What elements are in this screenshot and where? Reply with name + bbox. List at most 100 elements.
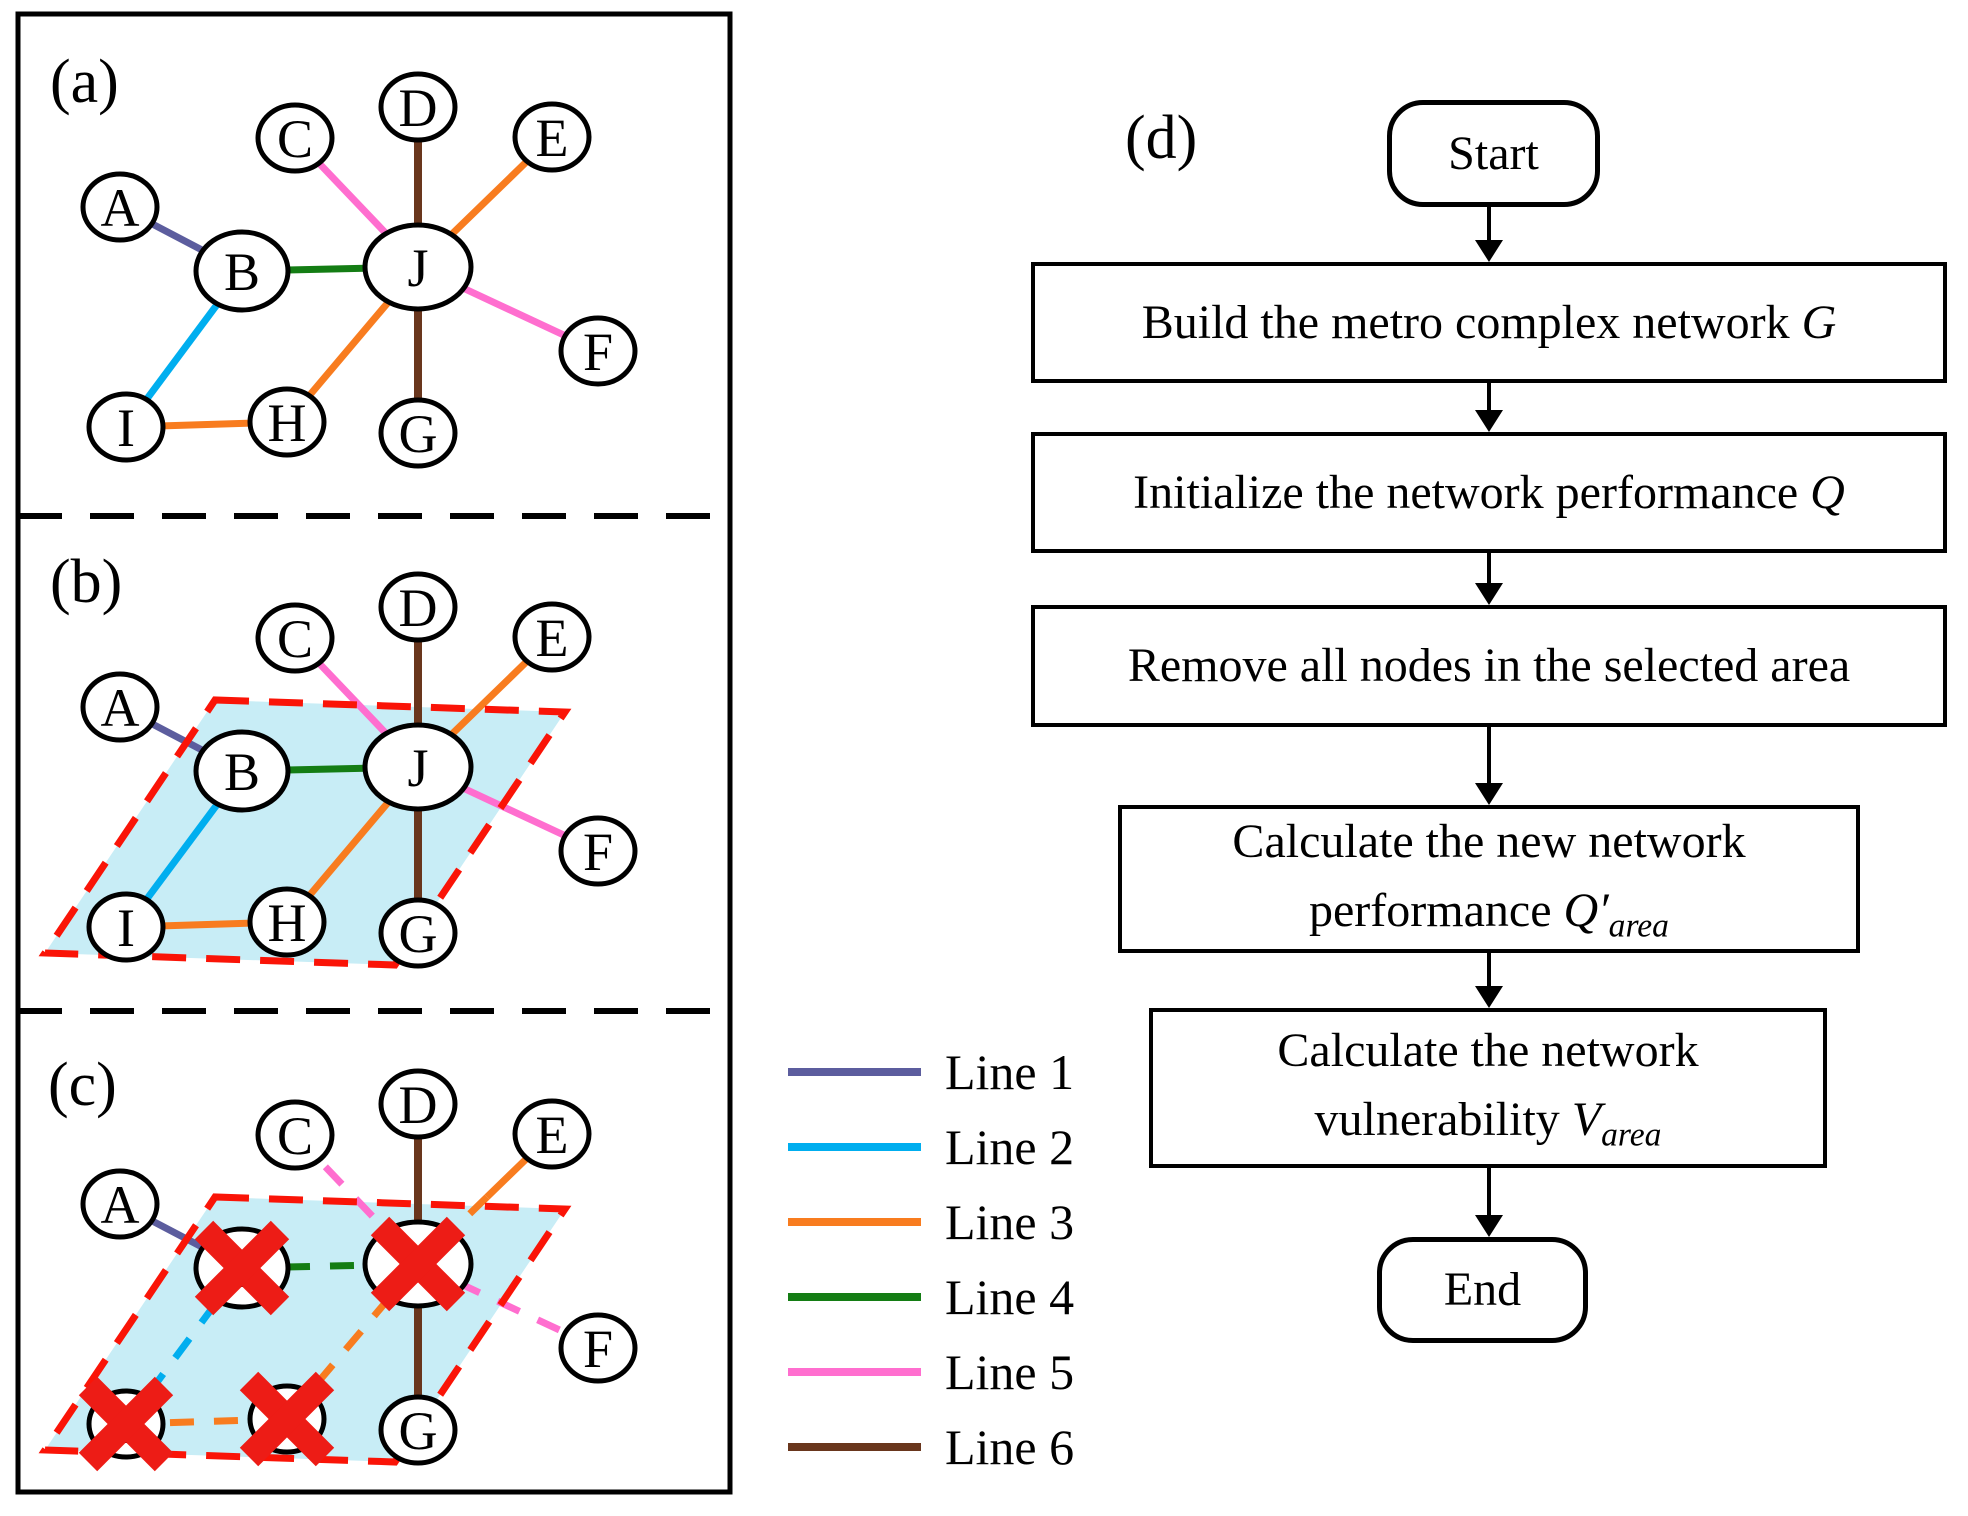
node-J-label: J bbox=[407, 738, 428, 798]
flowchart-step-initialize-performance: Initialize the network performance Q bbox=[1031, 432, 1947, 553]
legend-label-line-4: Line 4 bbox=[945, 1269, 1074, 1325]
x-mark-I bbox=[78, 1376, 174, 1472]
node-H bbox=[247, 386, 327, 458]
node-E bbox=[512, 1098, 592, 1170]
panel-b-nodes bbox=[80, 571, 638, 969]
node-H-label: H bbox=[268, 893, 307, 953]
panel-border bbox=[15, 11, 733, 1495]
node-E-label: E bbox=[536, 608, 569, 668]
node-G bbox=[378, 897, 458, 969]
arrow-step4-to-step5 bbox=[1475, 953, 1503, 1008]
node-B-label: B bbox=[224, 242, 260, 302]
node-E bbox=[512, 601, 592, 673]
node-I-label: I bbox=[117, 898, 135, 958]
node-A-label: A bbox=[101, 678, 140, 738]
flowchart-end-terminator: End bbox=[1377, 1237, 1588, 1343]
arrow-step3-to-step4 bbox=[1475, 727, 1503, 805]
node-I bbox=[86, 391, 166, 463]
edge-J-H bbox=[284, 1261, 421, 1422]
legend-label-line-5: Line 5 bbox=[945, 1344, 1074, 1400]
edge-J-F bbox=[416, 1260, 600, 1352]
math-symbol: Q bbox=[1563, 884, 1599, 938]
step-text: Initialize the network performance Q bbox=[1133, 465, 1845, 519]
x-mark-J bbox=[370, 1216, 466, 1312]
arrow-shaft bbox=[1487, 553, 1491, 587]
math-subscript: area bbox=[1608, 907, 1669, 945]
node-D-label: D bbox=[399, 1075, 438, 1135]
arrow-shaft bbox=[1487, 383, 1491, 414]
panel-c: (c) bbox=[38, 1051, 638, 1472]
math-symbol: V bbox=[1571, 1093, 1602, 1147]
arrow-shaft bbox=[1487, 207, 1491, 244]
node-G bbox=[378, 1394, 458, 1466]
flowchart-start-terminator: Start bbox=[1387, 100, 1600, 207]
node-C bbox=[255, 1099, 335, 1171]
flowchart-step-calc-vulnerability: Calculate the network vulnerability Vare… bbox=[1149, 1008, 1827, 1168]
selected-area-border bbox=[38, 1193, 572, 1466]
start-label: Start bbox=[1448, 126, 1539, 180]
arrow-head-icon bbox=[1475, 583, 1503, 605]
panel-a-nodes bbox=[80, 71, 638, 469]
node-C bbox=[255, 102, 335, 174]
arrow-head-icon bbox=[1475, 410, 1503, 432]
node-A bbox=[80, 171, 160, 243]
arrow-head-icon bbox=[1475, 1215, 1503, 1237]
node-B bbox=[193, 729, 291, 813]
node-D bbox=[378, 571, 458, 643]
legend-label-line-1: Line 1 bbox=[945, 1044, 1074, 1100]
flowchart-step-build-network: Build the metro complex network G bbox=[1031, 262, 1947, 383]
node-I-label: I bbox=[117, 398, 135, 458]
node-A bbox=[80, 671, 160, 743]
node-E-label: E bbox=[536, 108, 569, 168]
node-J-label: J bbox=[407, 238, 428, 298]
arrow-head-icon bbox=[1475, 240, 1503, 262]
x-mark-B bbox=[194, 1220, 290, 1316]
arrow-head-icon bbox=[1475, 986, 1503, 1008]
arrow-shaft bbox=[1487, 1168, 1491, 1219]
node-A-label: A bbox=[101, 178, 140, 238]
node-C-label: C bbox=[277, 109, 313, 169]
math-subscript: area bbox=[1601, 1116, 1662, 1154]
panel-a: (a) A B C bbox=[50, 48, 638, 469]
math-symbol: G bbox=[1801, 295, 1837, 349]
node-J bbox=[362, 222, 474, 312]
node-C-label: C bbox=[277, 609, 313, 669]
arrow-shaft bbox=[1487, 727, 1491, 787]
node-J bbox=[362, 722, 474, 812]
removed-node-x-marks bbox=[78, 1216, 466, 1472]
legend-label-line-6: Line 6 bbox=[945, 1419, 1074, 1475]
node-C bbox=[255, 602, 335, 674]
prime-mark: ′ bbox=[1598, 884, 1609, 938]
node-A bbox=[80, 1168, 160, 1240]
panel-b-label: (b) bbox=[50, 548, 122, 616]
node-B bbox=[193, 229, 291, 313]
node-D-label: D bbox=[399, 78, 438, 138]
node-F bbox=[558, 815, 638, 887]
node-C-label: C bbox=[277, 1106, 313, 1166]
node-A-label: A bbox=[101, 1175, 140, 1235]
arrow-start-to-step1 bbox=[1475, 207, 1503, 262]
edge-B-I bbox=[123, 1265, 245, 1427]
node-F-label: F bbox=[583, 1319, 613, 1379]
node-G-label: G bbox=[399, 404, 438, 464]
node-G-label: G bbox=[399, 904, 438, 964]
node-F-label: F bbox=[583, 822, 613, 882]
panel-a-label: (a) bbox=[50, 48, 119, 116]
legend-label-line-3: Line 3 bbox=[945, 1194, 1074, 1250]
node-I bbox=[86, 891, 166, 963]
legend: Line 1 Line 2 Line 3 Line 4 Line 5 Line … bbox=[788, 1044, 1074, 1475]
x-mark-H bbox=[239, 1371, 335, 1467]
node-F bbox=[558, 1312, 638, 1384]
math-symbol: Q bbox=[1810, 465, 1845, 519]
node-D-label: D bbox=[399, 578, 438, 638]
panel-a-node-labels: A B C D E F G H I J bbox=[101, 78, 614, 464]
panel-d-label: (d) bbox=[1125, 104, 1198, 172]
panel-b: (b) A B bbox=[38, 548, 638, 969]
node-H-label: H bbox=[268, 393, 307, 453]
panel-c-label: (c) bbox=[48, 1051, 117, 1119]
node-E-label: E bbox=[536, 1105, 569, 1165]
selected-area-border bbox=[38, 696, 572, 969]
arrow-step5-to-end bbox=[1475, 1168, 1503, 1237]
node-G-label: G bbox=[399, 1401, 438, 1461]
